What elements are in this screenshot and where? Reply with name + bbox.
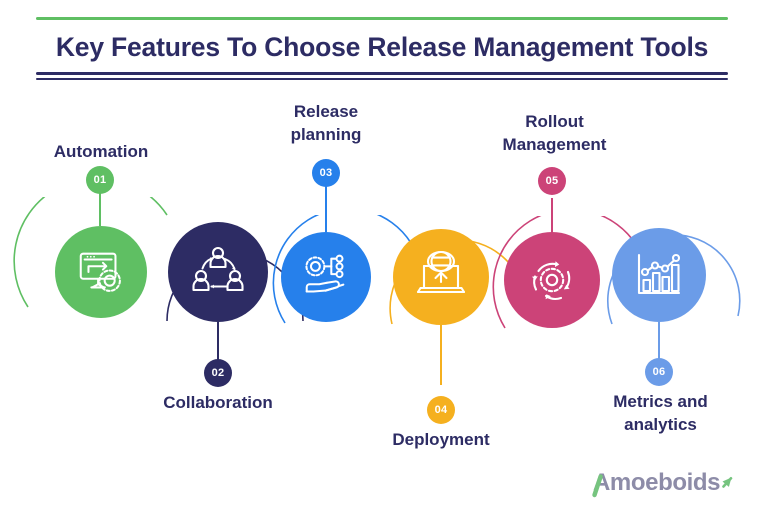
node-stem-5 (551, 198, 553, 234)
people-network-icon (192, 246, 244, 292)
node-caption-5: Rollout Management (502, 112, 607, 154)
node-disc-5[interactable] (504, 232, 600, 328)
node-caption-4: Deployment (392, 430, 490, 449)
node-caption-2: Collaboration (163, 393, 273, 412)
node-caption-1: Automation (53, 142, 149, 161)
node-caption-6: Metrics and analytics (613, 392, 708, 434)
node-badge-6: 06 (645, 358, 673, 386)
node-disc-1[interactable] (55, 226, 147, 318)
node-badge-4: 04 (427, 396, 455, 424)
node-stem-4 (440, 325, 442, 385)
node-caption-3: Release planning (290, 102, 362, 144)
laptop-globe-upload-icon (416, 250, 466, 294)
node-disc-3[interactable] (281, 232, 371, 322)
node-disc-4[interactable] (393, 229, 489, 325)
node-disc-6[interactable] (612, 228, 706, 322)
logo-accent-icon (592, 474, 733, 498)
page-title: Key Features To Choose Release Managemen… (55, 32, 709, 62)
bar-chart-line-icon (637, 253, 681, 295)
node-badge-1: 01 (86, 166, 114, 194)
node-badge-3: 03 (312, 159, 340, 187)
brand-logo[interactable]: Amoeboids (573, 467, 743, 503)
monitor-gear-icon (79, 252, 121, 292)
header-bottom-rule-thick (36, 72, 728, 75)
gear-refresh-arrows-icon (532, 261, 571, 300)
node-stem-1 (99, 190, 101, 226)
node-badge-2: 02 (204, 359, 232, 387)
header-bottom-rule-thin (36, 78, 728, 80)
node-disc-2[interactable] (168, 222, 268, 322)
brand-logo-text: Amoeboids (593, 469, 721, 496)
hand-gear-nodes-icon (305, 254, 345, 293)
header-top-rule (36, 17, 728, 20)
node-stem-2 (217, 322, 219, 362)
node-stem-6 (658, 322, 660, 362)
node-badge-5: 05 (538, 167, 566, 195)
node-stem-3 (325, 186, 327, 232)
